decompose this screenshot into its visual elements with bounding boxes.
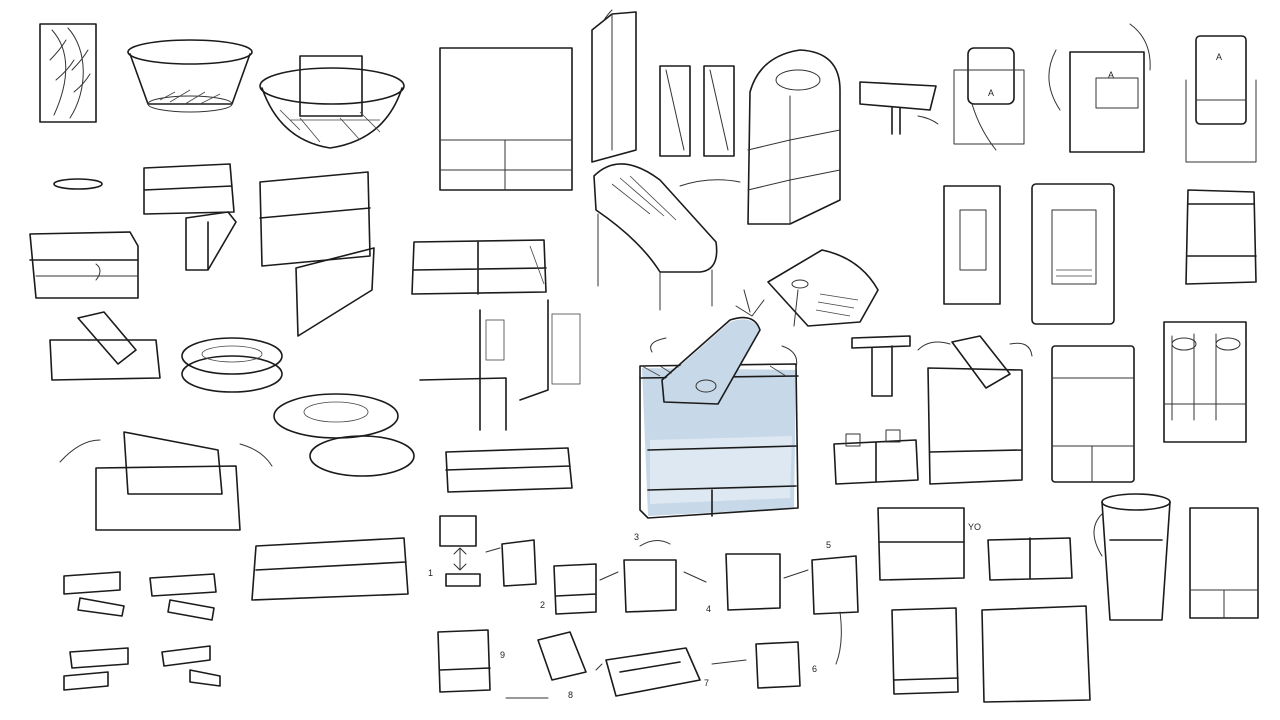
step-2-label: 2 (540, 600, 545, 610)
small-bar-sketch (185, 211, 237, 271)
stacked-drawer-sketch (29, 231, 139, 299)
glass-cabinet-sketch (1163, 321, 1247, 443)
tall-tank-sketch (1189, 507, 1259, 619)
woven-basket-box-sketch (259, 55, 405, 149)
jar-with-hand-sketch: A (953, 47, 1025, 151)
step-1-label: 1 (428, 568, 433, 578)
tall-shelf-stack-sketch (259, 171, 375, 337)
step-9-label: 9 (500, 650, 505, 660)
stick-pieces-sketch (63, 571, 221, 691)
leaf-pattern-panel-sketch (39, 23, 97, 123)
dispenser-lid-sketch (767, 249, 879, 327)
dispense-arrow-sketch (735, 289, 765, 317)
nested-tray-sketch (59, 431, 273, 531)
drawer-box-sketch: YO (877, 507, 981, 581)
step-7-label: 7 (704, 678, 709, 688)
step-4-label: 4 (706, 604, 711, 614)
usage-steps-storyboard: 1 2 3 4 5 6 7 8 9 (428, 515, 859, 700)
step-5-label: 5 (826, 540, 831, 550)
pitcher-sketch (1093, 493, 1171, 621)
twin-lid-case-sketch (987, 537, 1073, 581)
lidded-discs-sketch (273, 393, 415, 477)
curved-pod-sketch (593, 163, 718, 311)
stand-sketch (859, 81, 939, 135)
round-disc-sketch (181, 337, 283, 393)
rotating-unit-sketch: A (1048, 23, 1151, 153)
hero-product-render (639, 316, 799, 519)
bar-on-block-sketch (49, 311, 161, 381)
divided-case-sketch (411, 239, 547, 295)
mark-yo: YO (968, 522, 981, 532)
t-handle-sketch (851, 335, 911, 397)
long-roll-case-sketch (251, 537, 409, 601)
slim-bottle-sketch (591, 9, 637, 163)
tilted-lid-box-sketch (917, 335, 1033, 485)
base-cube-sketch (891, 607, 959, 695)
cube-tray-dispenser-sketch (1185, 189, 1257, 285)
oval-basket-sketch (127, 39, 253, 113)
mark-a-2: A (1108, 70, 1114, 80)
framed-dispenser-sketch (1031, 183, 1115, 325)
open-tray-sketch (143, 163, 235, 215)
mark-a-1: A (988, 88, 994, 98)
step-3-label: 3 (634, 532, 639, 542)
step-8-label: 8 (568, 690, 573, 700)
small-ellipse-sketch (53, 178, 103, 190)
upright-cabinet-sketch (1051, 345, 1135, 483)
long-case-sketch (445, 447, 573, 493)
tall-dispenser-sketch (679, 49, 841, 225)
step-6-label: 6 (812, 664, 817, 674)
wall-panel-sketch (419, 299, 581, 431)
mark-a-3: A (1216, 52, 1222, 62)
slot-dispenser-sketch (943, 185, 1001, 305)
twin-cup-tray-sketch (833, 429, 919, 485)
wide-base-cube-sketch (981, 605, 1091, 703)
jar-on-stand-sketch: A (1185, 35, 1257, 163)
flat-panel-box-sketch (439, 47, 573, 191)
twin-cylinders-sketch (659, 65, 735, 157)
